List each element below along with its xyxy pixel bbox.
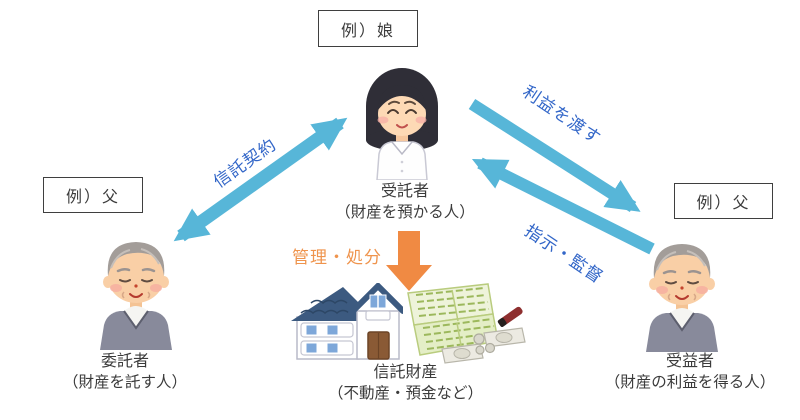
trustee-desc: （財産を預かる人） <box>335 204 475 221</box>
deliver-benefits-label: 利益を渡す <box>519 82 605 149</box>
settlor-desc: （財産を託す人） <box>62 374 187 391</box>
elderly-man-illustration <box>100 242 172 350</box>
trust-assets-name: 信託財産 <box>373 364 438 381</box>
house-icon <box>291 283 403 360</box>
trustee-name: 受託者 <box>380 183 429 200</box>
beneficiary-desc: （財産の利益を得る人） <box>604 374 776 391</box>
example-daughter-box: 例）娘 <box>318 10 418 47</box>
bankbook-money-icon <box>407 283 526 364</box>
trust-contract-label: 信託契約 <box>210 134 281 192</box>
manage-dispose-label: 管理・処分 <box>292 248 382 267</box>
example-father-right-box: 例）父 <box>674 183 773 219</box>
trust-assets-caption: 信託財産 （不動産・預金など） <box>303 362 508 404</box>
trustee-caption: 受託者 （財産を預かる人） <box>300 181 510 223</box>
example-father-left-box: 例）父 <box>43 177 143 213</box>
daughter-illustration <box>366 68 438 180</box>
elderly-man-illustration <box>646 244 718 352</box>
trust-assets-desc: （不動産・預金など） <box>327 385 483 402</box>
beneficiary-name: 受益者 <box>665 353 714 370</box>
settlor-name: 委託者 <box>100 353 149 370</box>
settlor-caption: 委託者 （財産を託す人） <box>25 351 225 393</box>
beneficiary-caption: 受益者 （財産の利益を得る人） <box>588 351 792 393</box>
